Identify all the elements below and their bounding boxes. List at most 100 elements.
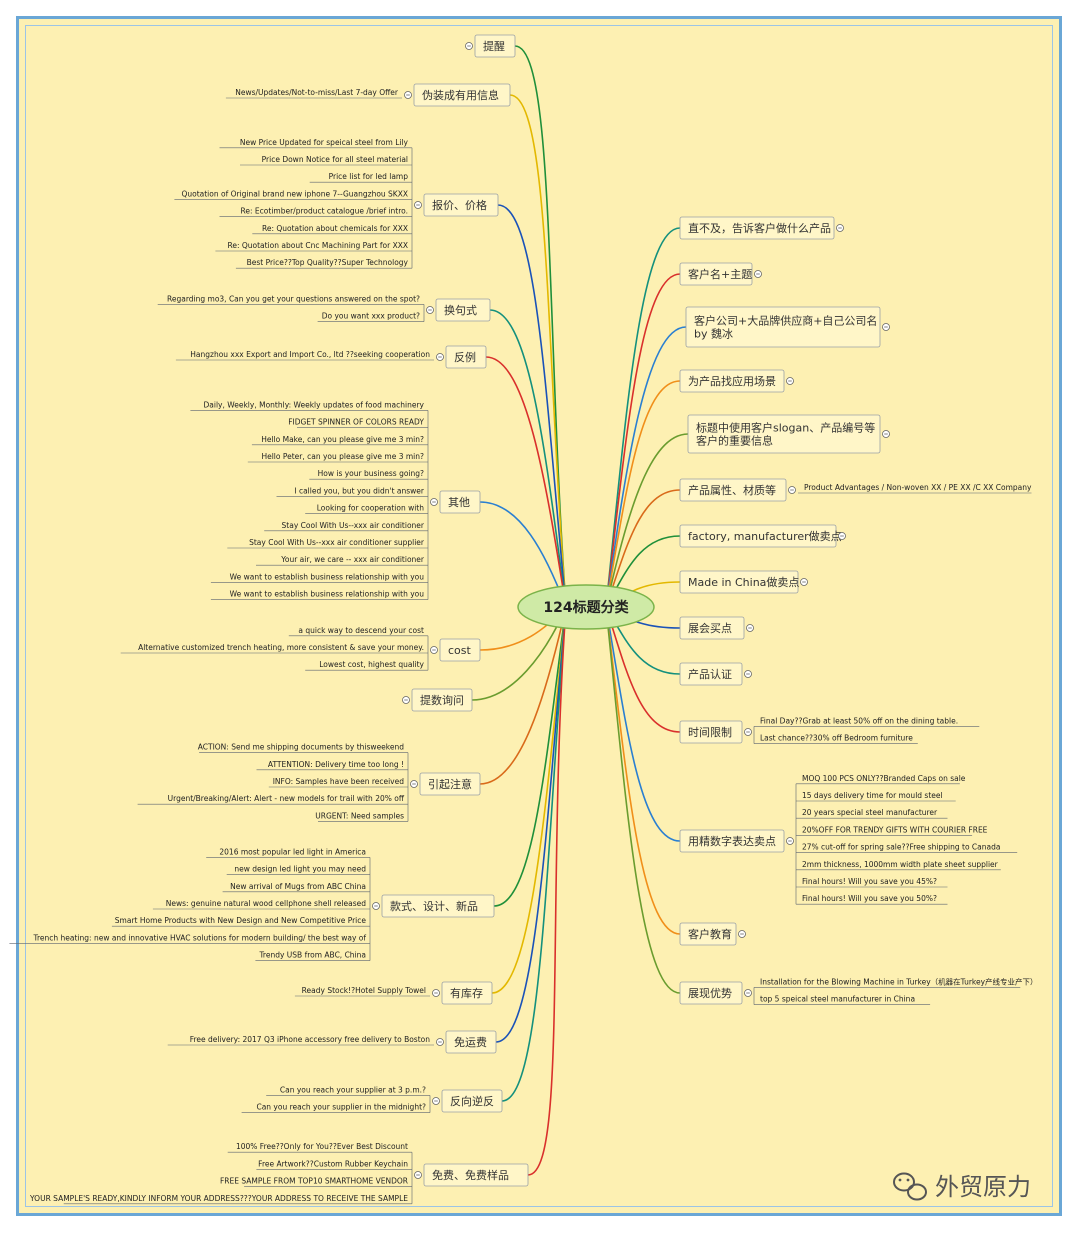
topic-right-13[interactable]: 展现优势 — [679, 981, 743, 1005]
leaf-item: Trench heating: new and innovative HVAC … — [9, 933, 370, 944]
leaf-text: New arrival of Mugs from ABC China — [230, 882, 366, 891]
topic-left-5[interactable]: 其他 — [439, 490, 481, 514]
collapse-toggle-right-10[interactable] — [744, 728, 752, 736]
collapse-toggle-left-9[interactable] — [372, 902, 380, 910]
leaf-text: Price Down Notice for all steel material — [262, 155, 408, 164]
topic-left-8[interactable]: 引起注意 — [419, 772, 481, 796]
topic-label: 反例 — [454, 350, 476, 364]
collapse-toggle-right-6[interactable] — [838, 532, 846, 540]
topic-left-1[interactable]: 伪装成有用信息 — [413, 83, 511, 107]
leaf-text: Re: Ecotimber/product catalogue /brief i… — [241, 207, 408, 216]
topic-box — [474, 34, 516, 58]
branch-line — [605, 273, 681, 608]
collapse-toggle-left-1[interactable] — [404, 91, 412, 99]
collapse-toggle-left-4[interactable] — [436, 353, 444, 361]
leaf-item: Re: Quotation about Cnc Machining Part f… — [215, 241, 412, 252]
collapse-toggle-left-3[interactable] — [426, 306, 434, 314]
leaf-text: Hangzhou xxx Export and Import Co., ltd … — [190, 350, 430, 359]
topic-label: 免运费 — [454, 1035, 487, 1049]
leaf-item: Quotation of Original brand new iphone 7… — [174, 189, 412, 200]
topic-left-12[interactable]: 反向逆反 — [441, 1089, 503, 1113]
topic-label: Made in China做卖点 — [688, 575, 799, 589]
branch-line — [497, 204, 567, 608]
collapse-toggle-left-13[interactable] — [414, 1171, 422, 1179]
topic-left-10[interactable]: 有库存 — [441, 981, 493, 1005]
topic-box — [423, 193, 499, 217]
topic-left-4[interactable]: 反例 — [445, 345, 487, 369]
topic-right-5[interactable]: 产品属性、材质等 — [679, 478, 787, 502]
topic-right-10[interactable]: 时间限制 — [679, 720, 743, 744]
topic-left-3[interactable]: 换句式 — [435, 298, 491, 322]
topic-right-7[interactable]: Made in China做卖点 — [679, 570, 799, 594]
collapse-toggle-right-7[interactable] — [800, 578, 808, 586]
leaf-item: Installation for the Blowing Machine in … — [754, 976, 1038, 988]
collapse-toggle-right-3[interactable] — [786, 377, 794, 385]
leaf-text: ATTENTION: Delivery time too long ! — [268, 760, 404, 769]
leaf-item: 15 days delivery time for mould steel — [796, 791, 956, 802]
topic-left-9[interactable]: 款式、设计、新品 — [381, 894, 495, 918]
topic-left-0[interactable]: 提醒 — [474, 34, 516, 58]
leaf-item: Re: Ecotimber/product catalogue /brief i… — [219, 207, 412, 217]
leaf-item: Can you reach your supplier in the midni… — [241, 1103, 430, 1113]
topic-label: 伪装成有用信息 — [422, 88, 499, 102]
leaf-text: new design led light you may need — [234, 865, 366, 874]
leaf-item: Re: Quotation about chemicals for XXX — [252, 224, 412, 235]
collapse-toggle-left-2[interactable] — [414, 201, 422, 209]
collapse-toggle-right-0[interactable] — [836, 224, 844, 232]
leaf-item: MOQ 100 PCS ONLY??Branded Caps on sale — [796, 774, 966, 785]
branch-line — [485, 356, 567, 608]
topic-right-8[interactable]: 展会买点 — [679, 616, 745, 640]
leaf-item: Price list for led lamp — [309, 172, 412, 183]
topic-box — [423, 1163, 529, 1187]
leaf-text: 100% Free??Only for You??Ever Best Disco… — [236, 1142, 408, 1151]
topic-right-11[interactable]: 用精数字表达卖点 — [679, 829, 785, 853]
collapse-toggle-left-10[interactable] — [432, 989, 440, 997]
leaf-text: New Price Updated for speical steel from… — [240, 138, 409, 147]
topic-right-3[interactable]: 为产品找应用场景 — [679, 369, 785, 393]
leaf-text: 15 days delivery time for mould steel — [802, 791, 943, 800]
topic-left-2[interactable]: 报价、价格 — [423, 193, 499, 217]
collapse-toggle-left-11[interactable] — [436, 1038, 444, 1046]
topic-label: 提醒 — [483, 40, 505, 53]
leaf-item: Stay Cool With Us--xxx air conditioner s… — [227, 538, 428, 549]
leaf-text: Re: Quotation about chemicals for XXX — [262, 224, 408, 233]
leaf-text: ACTION: Send me shipping documents by th… — [198, 743, 404, 752]
leaf-text: Final hours! Will you save you 45%? — [802, 877, 937, 886]
root-node[interactable]: 124标题分类 — [517, 584, 655, 630]
leaf-item: URGENT: Need samples — [315, 811, 408, 822]
topic-right-9[interactable]: 产品认证 — [679, 662, 743, 686]
collapse-toggle-left-6[interactable] — [430, 646, 438, 654]
collapse-toggle-left-5[interactable] — [430, 498, 438, 506]
collapse-toggle-right-1[interactable] — [754, 270, 762, 278]
collapse-toggle-right-9[interactable] — [744, 670, 752, 678]
collapse-toggle-right-5[interactable] — [788, 486, 796, 494]
collapse-toggle-right-8[interactable] — [746, 624, 754, 632]
leaf-item: Trendy USB from ABC, China — [255, 951, 370, 961]
collapse-toggle-right-4[interactable] — [882, 430, 890, 438]
topic-box — [381, 894, 495, 918]
leaf-item: a quick way to descend your cost — [288, 626, 428, 637]
collapse-toggle-left-12[interactable] — [432, 1097, 440, 1105]
leaf-text: Free Artwork??Custom Rubber Keychain — [258, 1159, 408, 1168]
collapse-toggle-left-8[interactable] — [410, 780, 418, 788]
leaf-item: Alternative customized trench heating, m… — [120, 643, 428, 654]
collapse-toggle-right-13[interactable] — [744, 989, 752, 997]
topic-left-13[interactable]: 免费、免费样品 — [423, 1163, 529, 1187]
topic-left-6[interactable]: cost — [439, 638, 481, 662]
leaf-item: 20%OFF FOR TRENDY GIFTS WITH COURIER FRE… — [796, 825, 988, 836]
topic-right-0[interactable]: 直不及，告诉客户做什么产品 — [679, 216, 835, 240]
collapse-toggle-right-12[interactable] — [738, 930, 746, 938]
topic-right-6[interactable]: factory, manufacturer做卖点 — [679, 524, 842, 548]
watermark-text: 外贸原力 — [935, 1173, 1031, 1201]
collapse-toggle-right-2[interactable] — [882, 323, 890, 331]
topic-right-1[interactable]: 客户名+主题 — [679, 262, 753, 286]
topic-right-12[interactable]: 客户教育 — [679, 922, 737, 946]
collapse-toggle-right-11[interactable] — [786, 837, 794, 845]
collapse-toggle-left-0[interactable] — [465, 42, 473, 50]
branch-line — [605, 606, 681, 935]
topic-left-7[interactable]: 提数询问 — [411, 688, 473, 712]
topic-left-11[interactable]: 免运费 — [445, 1030, 497, 1054]
collapse-toggle-left-7[interactable] — [402, 696, 410, 704]
